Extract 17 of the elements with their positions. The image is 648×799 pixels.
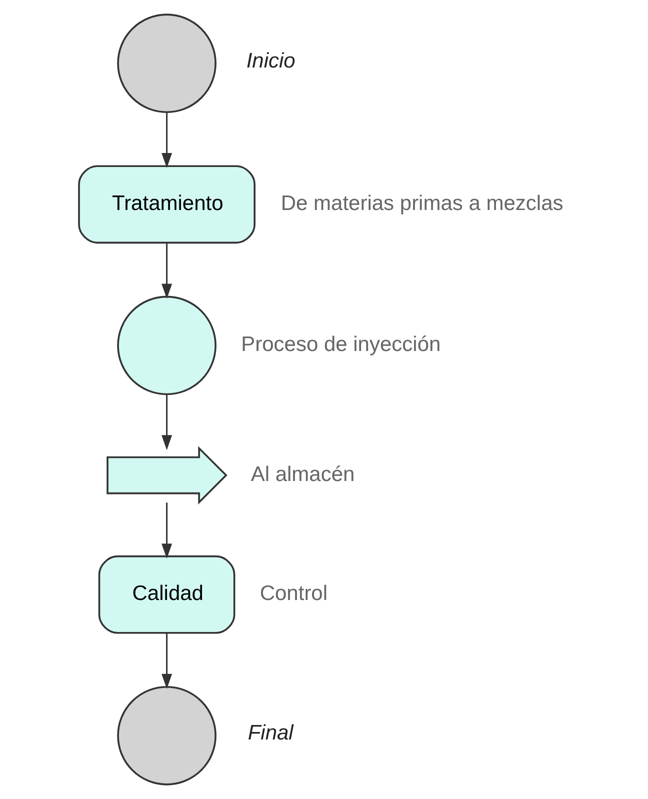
- node-label: Inicio: [246, 49, 296, 72]
- arrow: [162, 242, 172, 299]
- node-circle: [117, 296, 216, 396]
- node-label: Final: [248, 722, 294, 745]
- node-label: Al almacén: [250, 462, 355, 486]
- node-box: Tratamiento: [78, 165, 256, 244]
- node-label: Control: [260, 582, 328, 606]
- node-label: De materias primas a mezclas: [280, 192, 564, 215]
- arrow: [162, 394, 172, 450]
- arrow: [162, 112, 172, 168]
- node-arrow: [106, 446, 228, 504]
- node-circle: [117, 686, 216, 786]
- arrow: [162, 633, 172, 689]
- node-box: Calidad: [98, 555, 236, 634]
- node-circle: [117, 14, 216, 113]
- node-label: Proceso de inyección: [241, 333, 441, 356]
- arrow: [162, 502, 172, 559]
